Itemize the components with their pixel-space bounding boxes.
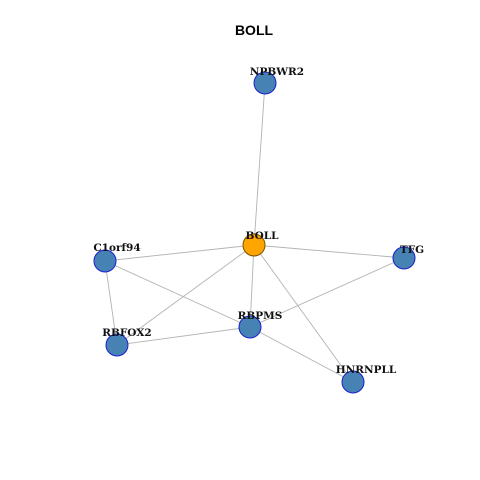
edge-c1orf94-rbpms: [104, 260, 251, 328]
node-label-rbpms: RBPMS: [238, 310, 283, 322]
edge-boll-rbfox2: [116, 244, 255, 346]
node-tfg: [392, 246, 416, 270]
node-label-boll: BOLL: [246, 230, 280, 242]
node-label-c1orf94: C1orf94: [93, 242, 140, 254]
node-layer: [93, 71, 416, 394]
edge-rbfox2-rbpms: [116, 326, 251, 346]
node-hnrnpll: [341, 370, 365, 394]
node-label-npbwr2: NPBWR2: [250, 66, 304, 78]
node-label-hnrnpll: HNRNPLL: [336, 364, 397, 376]
edge-boll-hnrnpll: [253, 244, 354, 383]
edge-boll-c1orf94: [104, 244, 255, 262]
node-rbfox2: [105, 333, 129, 357]
edge-boll-tfg: [253, 244, 405, 259]
edge-rbpms-hnrnpll: [249, 326, 354, 383]
node-boll: [242, 233, 266, 257]
node-npbwr2: [253, 71, 277, 95]
node-label-tfg: TFG: [400, 244, 424, 256]
edge-c1orf94-rbfox2: [104, 260, 118, 346]
edge-rbpms-tfg: [249, 257, 405, 328]
node-c1orf94: [93, 249, 117, 273]
edge-boll-npbwr2: [253, 82, 266, 246]
node-label-rbfox2: RBFOX2: [102, 327, 151, 339]
edge-boll-rbpms: [249, 244, 255, 328]
edge-layer: [104, 82, 405, 383]
node-rbpms: [238, 315, 262, 339]
graph-title: BOLL: [235, 22, 274, 38]
